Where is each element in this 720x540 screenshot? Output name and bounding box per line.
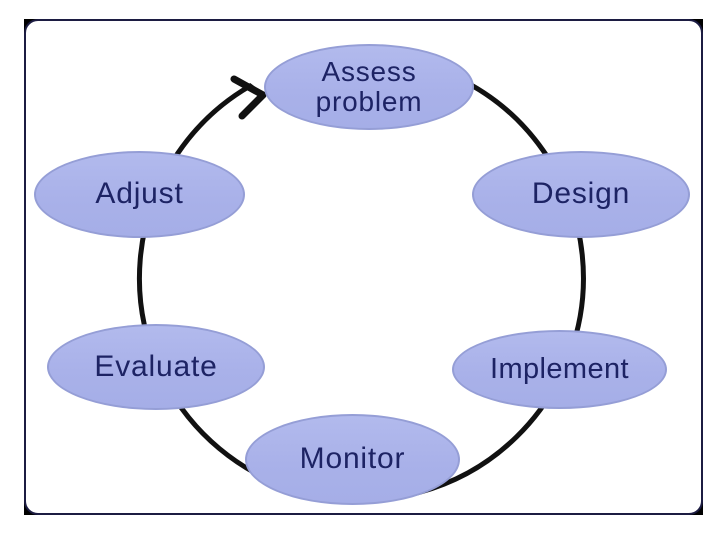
node-label: Evaluate [94, 349, 218, 383]
node-evaluate: Evaluate [47, 324, 265, 410]
node-label: Assess problem [315, 55, 423, 117]
node-label: Monitor [299, 442, 406, 476]
node-label: Implement [490, 352, 629, 385]
node-label: Design [531, 177, 631, 211]
node-design: Design [472, 151, 690, 238]
node-adjust: Adjust [34, 151, 245, 238]
node-implement: Implement [452, 330, 667, 409]
node-assess-problem: Assess problem [264, 44, 474, 130]
arrowhead-icon [230, 75, 267, 120]
node-monitor: Monitor [245, 414, 460, 505]
node-label: Adjust [95, 177, 184, 211]
